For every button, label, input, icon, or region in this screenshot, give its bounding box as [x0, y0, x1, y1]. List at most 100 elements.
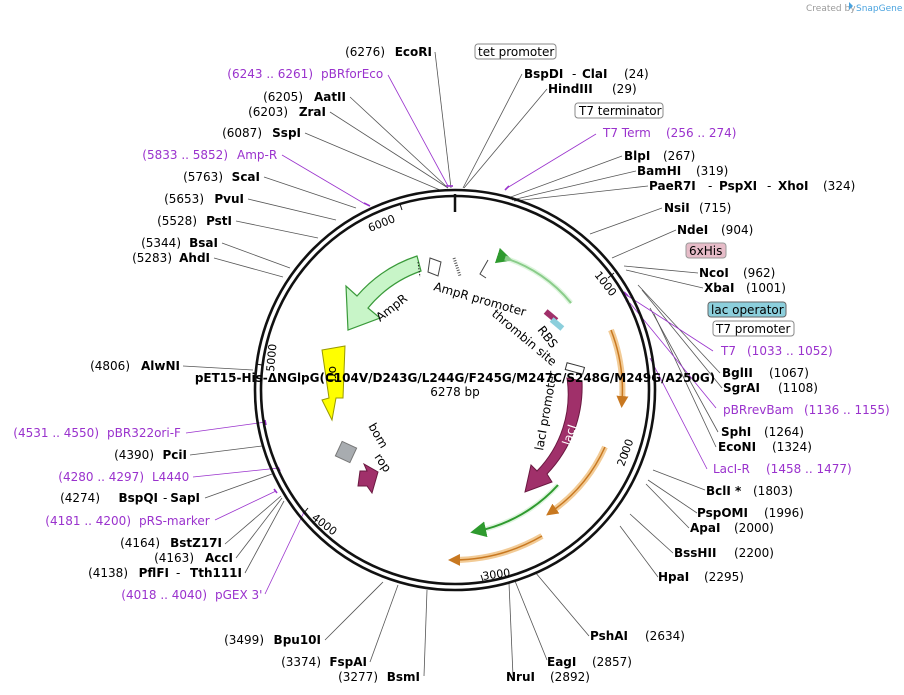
enzyme-pos: (4390)	[114, 448, 154, 462]
enzyme-name: HpaI	[658, 570, 689, 584]
primer-leader-lines	[185, 74, 717, 595]
enzyme-name: BsaI	[189, 236, 218, 250]
enzyme-name: BsmI	[387, 670, 420, 684]
tick-1000: 1000	[592, 269, 619, 299]
enzyme-name-3: XhoI	[778, 179, 809, 193]
orange-arc-3	[448, 535, 543, 566]
enzyme-pos: (2200)	[734, 546, 774, 560]
primer-range: (1458 .. 1477)	[766, 462, 852, 476]
enzyme-name-2: PspXI	[719, 179, 757, 193]
enzyme-name: EcoNI	[718, 440, 756, 454]
enzyme-name: AatII	[314, 90, 346, 104]
enzyme-name: BspDI	[524, 67, 563, 81]
orange-arc-2	[546, 446, 606, 516]
ori-arrow	[321, 345, 346, 422]
enzyme-name: NsiI	[664, 201, 690, 215]
enzyme-pos: (5763)	[183, 170, 223, 184]
enzyme-name: BlpI	[624, 149, 650, 163]
enzyme-name-2: ClaI	[582, 67, 607, 81]
enzyme-sep: -	[572, 67, 576, 81]
enzyme-name: NdeI	[677, 223, 708, 237]
enzyme-name-2: SapI	[170, 491, 200, 505]
enzyme-pos: (2857)	[592, 655, 632, 669]
leader-lines	[182, 51, 723, 677]
enzyme-sep: -	[163, 491, 167, 505]
enzyme-name: BssHII	[674, 546, 716, 560]
enzyme-pos: (1108)	[778, 381, 818, 395]
enzyme-pos: (29)	[612, 82, 637, 96]
ampr-promoter-icon	[427, 257, 442, 277]
enzyme-sep: -	[176, 566, 180, 580]
primer-range: (1033 .. 1052)	[747, 344, 833, 358]
primer-range: (5833 .. 5852)	[142, 148, 228, 162]
enzyme-pos: (3374)	[281, 655, 321, 669]
label-ori: ori	[326, 366, 340, 382]
enzyme-name: PvuI	[214, 192, 244, 206]
primer-range: (4181 .. 4200)	[45, 514, 131, 528]
enzyme-pos: (2634)	[645, 629, 685, 643]
enzyme-pos: (2000)	[734, 521, 774, 535]
enzyme-name: EcoRI	[395, 45, 432, 59]
enzyme-name: AhdI	[179, 251, 210, 265]
enzyme-name: AlwNI	[141, 359, 180, 373]
bom-marker	[334, 440, 358, 464]
enzyme-pos: (4163)	[154, 551, 194, 565]
enzyme-pos: (1324)	[772, 440, 812, 454]
enzyme-pos: (2295)	[704, 570, 744, 584]
enzyme-name: NruI	[506, 670, 535, 684]
label-laci: lacI	[560, 423, 580, 447]
enzyme-name: ZraI	[299, 105, 326, 119]
enzyme-name-2: Tth111I	[190, 566, 242, 580]
ampr-hatch	[417, 261, 421, 278]
enzyme-name: HindIII	[548, 82, 593, 96]
enzyme-pos: (3499)	[224, 633, 264, 647]
tet-promoter-icon	[479, 259, 489, 279]
enzyme-name: XbaI	[704, 281, 734, 295]
enzyme-name: BspQI	[118, 491, 158, 505]
enzyme-pos: (4274)	[60, 491, 100, 505]
enzyme-pos: (962)	[743, 266, 775, 280]
enzyme-pos: (24)	[624, 67, 649, 81]
orange-arc-1	[610, 329, 629, 408]
enzyme-sep: -	[708, 179, 712, 193]
enzyme-pos: (324)	[823, 179, 855, 193]
enzyme-pos: (2892)	[550, 670, 590, 684]
enzyme-pos: (267)	[663, 149, 695, 163]
enzyme-name: PspOMI	[697, 506, 748, 520]
enzyme-pos: (4806)	[90, 359, 130, 373]
enzyme-name: SspI	[272, 126, 301, 140]
enzyme-name: SgrAI	[723, 381, 760, 395]
enzyme-name: FspAI	[329, 655, 367, 669]
his6-label: 6xHis	[689, 244, 722, 258]
enzyme-name: BstZ17I	[170, 536, 222, 550]
tick-2000: 2000	[615, 437, 637, 468]
primer-name: Amp-R	[237, 148, 277, 162]
primer-name: L4440	[152, 470, 189, 484]
boxed-features: tet promoter T7 terminator 6xHis lac ope…	[474, 43, 795, 337]
t7-promoter-label: T7 promoter	[715, 322, 791, 336]
primer-name: LacI-R	[713, 462, 750, 476]
label-ampr-promoter: AmpR promoter	[432, 279, 528, 319]
green-arc-top	[494, 247, 572, 304]
enzyme-pos: (3277)	[338, 670, 378, 684]
primer-name: pBRrevBam	[723, 403, 794, 417]
enzyme-name: BclI *	[706, 484, 742, 498]
primer-range: (4531 .. 4550)	[13, 426, 99, 440]
primer-name: pRS-marker	[139, 514, 210, 528]
enzyme-name: PstI	[206, 214, 232, 228]
tick-5000: 5000	[264, 343, 279, 372]
enzyme-name: PshAI	[590, 629, 628, 643]
enzyme-pos: (1067)	[769, 366, 809, 380]
enzyme-name: PaeR7I	[649, 179, 696, 193]
enzyme-pos: (4138)	[88, 566, 128, 580]
snapgene-logo-icon	[849, 2, 853, 10]
primer-markers	[264, 185, 631, 516]
enzyme-pos: (715)	[699, 201, 731, 215]
plasmid-size: 6278 bp	[430, 385, 480, 399]
laci-arrow	[524, 377, 583, 493]
primer-name: pBRforEco	[321, 67, 383, 81]
primer-labels: (6243 .. 6261) pBRforEco (5833 .. 5852) …	[13, 67, 889, 602]
enzyme-pos: (5653)	[164, 192, 204, 206]
enzyme-name: EagI	[547, 655, 576, 669]
